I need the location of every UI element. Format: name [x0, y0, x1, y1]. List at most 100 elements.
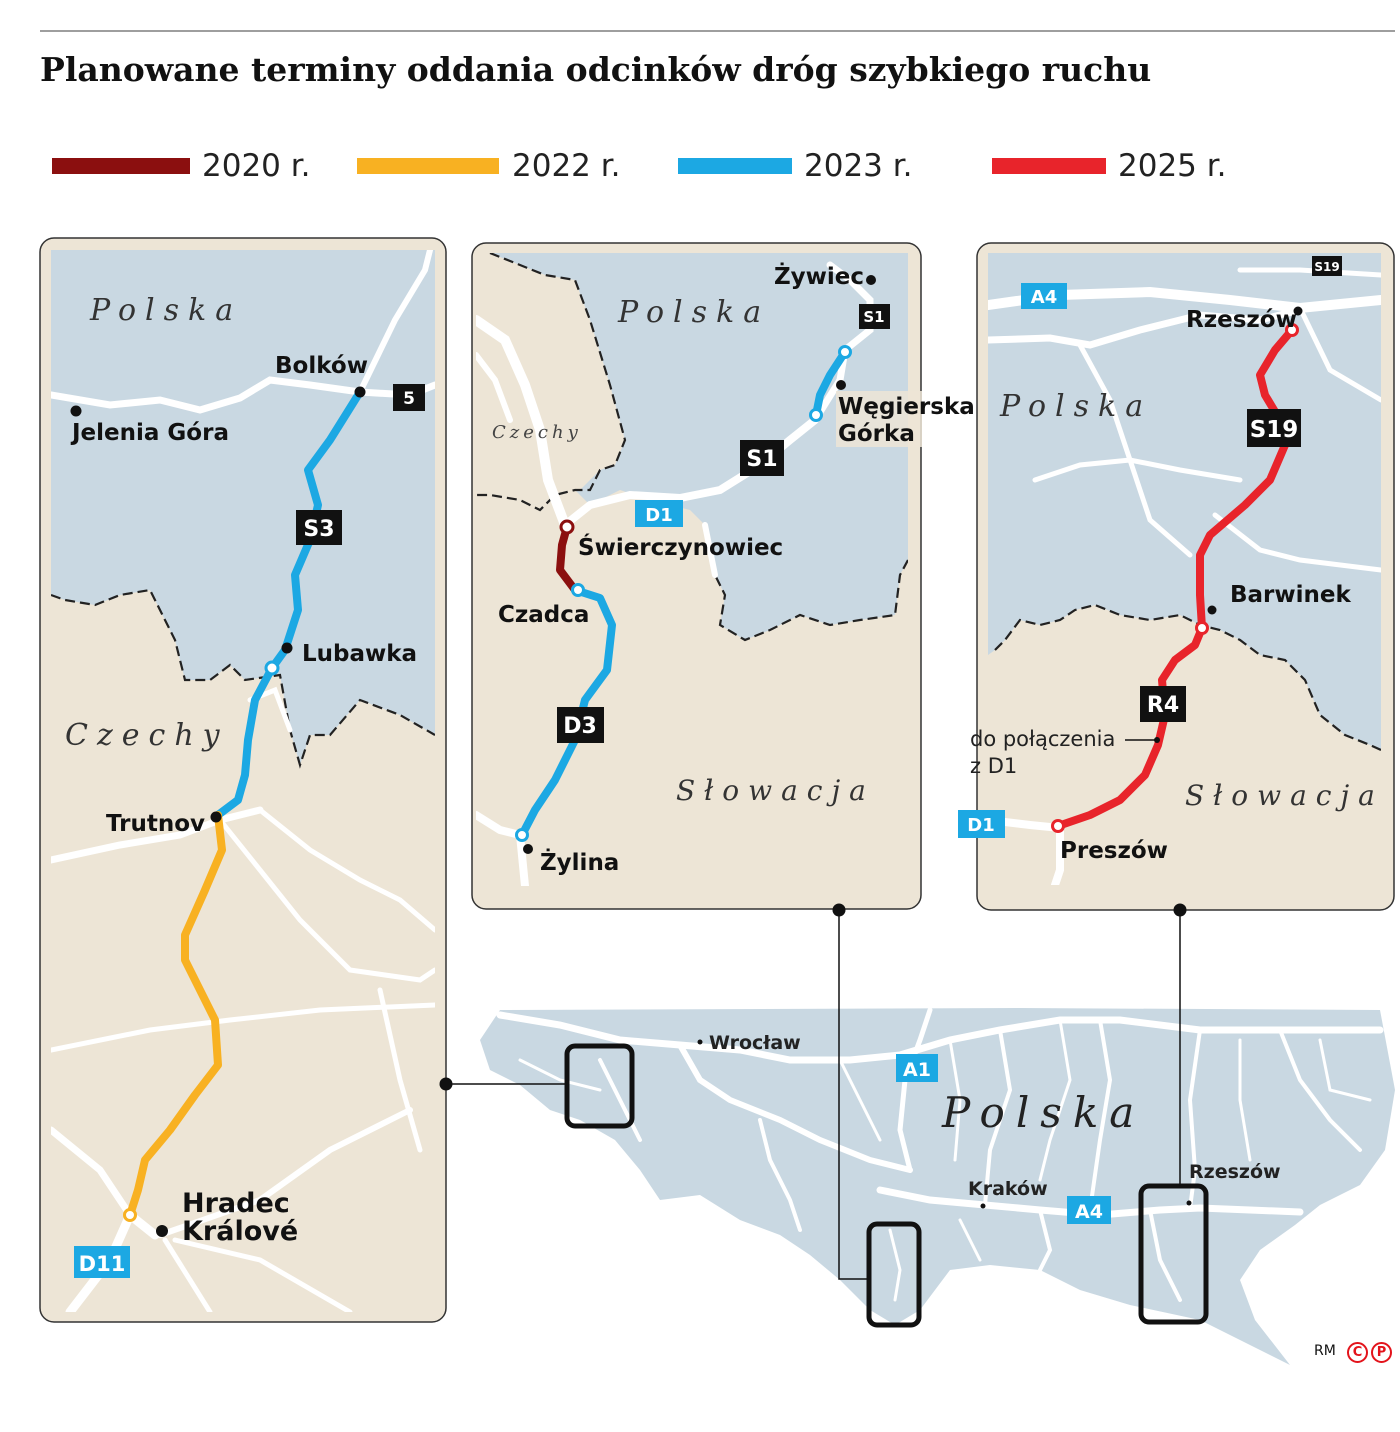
border-left [51, 588, 435, 769]
svg-text:S3: S3 [303, 517, 334, 542]
leader-right-dot [1173, 903, 1187, 917]
dot-bolkow [354, 386, 366, 398]
dot-barwinek [1207, 605, 1217, 615]
svg-text:S1: S1 [746, 447, 777, 472]
route-swierczynowiec-czadca-2020 [556, 523, 579, 594]
city-trutnov: Trutnov [106, 811, 205, 837]
page-title: Planowane terminy oddania odcinków dróg … [40, 50, 1152, 89]
label-slovakia-right: Słowacja [1185, 779, 1384, 812]
node-hradec-end [123, 1208, 137, 1222]
label-bg-wegierska [836, 391, 922, 447]
node-rzeszow [1285, 323, 1299, 337]
badge-s19-small: S19 [1312, 256, 1342, 276]
poland-area-middle [476, 253, 908, 640]
node-s1-south [809, 408, 823, 422]
overview-map: Wrocław Kraków Rzeszów Polska A1 A4 [439, 903, 1395, 1365]
legend-label-2022: 2022 r. [512, 148, 621, 184]
route-s19-r4-2025 [1054, 326, 1296, 830]
svg-text:D1: D1 [967, 815, 994, 836]
route-d3-2023 [518, 586, 616, 839]
overview-city-rzeszow: Rzeszów [1189, 1161, 1281, 1183]
overview-badge-a1: A1 [896, 1054, 938, 1082]
badge-5: 5 [393, 384, 425, 411]
badge-d11: D11 [74, 1246, 130, 1278]
badge-s1-small: S1 [859, 304, 890, 329]
label-poland-middle: Polska [617, 295, 770, 330]
dot-zywiec [866, 275, 876, 285]
panel-right: Polska Słowacja Rzeszów Barwinek Preszów… [958, 242, 1395, 911]
node-lubawka-border [264, 660, 280, 676]
roads-middle [476, 261, 874, 886]
badge-d3: D3 [557, 707, 604, 743]
label-poland-left: Polska [89, 293, 242, 328]
legend-swatch-2022 [357, 158, 499, 174]
svg-text:5: 5 [403, 389, 415, 409]
leader-left-dot [439, 1077, 453, 1091]
note-connection-line1: do połączenia [970, 727, 1115, 751]
locator-box-right [1138, 1183, 1209, 1325]
top-rule [40, 30, 1395, 32]
city-rzeszow: Rzeszów [1186, 307, 1297, 333]
badge-a4-right: A4 [1021, 283, 1067, 309]
dot-trutnov [210, 811, 222, 823]
label-poland-right: Polska [999, 389, 1152, 424]
label-slovakia-middle: Słowacja [676, 774, 875, 807]
node-swierczynowiec [559, 519, 575, 535]
locator-box-middle [866, 1221, 922, 1328]
city-bolkow: Bolków [275, 353, 368, 379]
badge-s1: S1 [740, 440, 784, 476]
route-d11-2022 [126, 811, 226, 1219]
city-wegierska-line2: Górka [838, 421, 915, 447]
overview-city-wroclaw: Wrocław [709, 1032, 801, 1054]
legend-label-2020: 2020 r. [202, 148, 311, 184]
node-preszow [1051, 819, 1065, 833]
overview-city-krakow: Kraków [968, 1178, 1048, 1200]
city-swierczynowiec: Świerczynowiec [578, 533, 783, 561]
node-zylina-start [515, 828, 529, 842]
svg-text:S1: S1 [863, 308, 884, 326]
dot-lubawka [281, 642, 293, 654]
poland-area-left [51, 250, 435, 765]
credit-text: RM [1314, 1343, 1336, 1359]
city-preszow: Preszów [1060, 838, 1168, 864]
leader-middle-dot [832, 903, 846, 917]
badge-d1-middle: D1 [635, 500, 683, 527]
dot-wroclaw [697, 1039, 703, 1045]
city-hradec-line2: Králové [182, 1216, 298, 1247]
legend-label-2025: 2025 r. [1118, 148, 1227, 184]
svg-text:D11: D11 [79, 1252, 126, 1276]
city-zylina: Żylina [540, 848, 619, 876]
badge-d1-right: D1 [958, 810, 1005, 838]
city-czadca: Czadca [498, 602, 589, 628]
svg-text:S19: S19 [1314, 260, 1339, 274]
leader-middle [838, 910, 869, 1280]
node-s1-north [838, 345, 852, 359]
badge-s19: S19 [1247, 409, 1301, 447]
city-wegierska-line1: Węgierska [838, 394, 975, 420]
svg-text:D3: D3 [563, 714, 597, 739]
node-barwinek-border [1195, 621, 1209, 635]
badge-s3: S3 [296, 510, 342, 545]
city-hradec-line1: Hradec [182, 1188, 290, 1219]
city-jelenia-gora: Jelenia Góra [70, 420, 229, 446]
note-connection-line2: z D1 [970, 754, 1017, 778]
legend-swatch-2025 [992, 158, 1106, 174]
border-right [994, 603, 1381, 752]
dot-zylina [523, 844, 533, 854]
dot-rzeszow [1293, 306, 1303, 316]
city-barwinek: Barwinek [1230, 582, 1351, 608]
route-s1-2023 [812, 348, 849, 419]
svg-text:A4: A4 [1075, 1201, 1103, 1223]
locator-box-left [564, 1043, 635, 1129]
poland-area-right [988, 253, 1381, 750]
label-czechy-middle: Czechy [492, 422, 582, 443]
city-lubawka: Lubawka [302, 641, 417, 667]
svg-text:A1: A1 [903, 1059, 931, 1081]
badge-r4: R4 [1140, 686, 1186, 722]
svg-text:R4: R4 [1147, 693, 1179, 718]
label-czechy-left: Czechy [65, 718, 229, 753]
overview-badge-a4: A4 [1067, 1196, 1111, 1224]
svg-text:D1: D1 [645, 505, 672, 526]
svg-text:S19: S19 [1250, 417, 1299, 443]
